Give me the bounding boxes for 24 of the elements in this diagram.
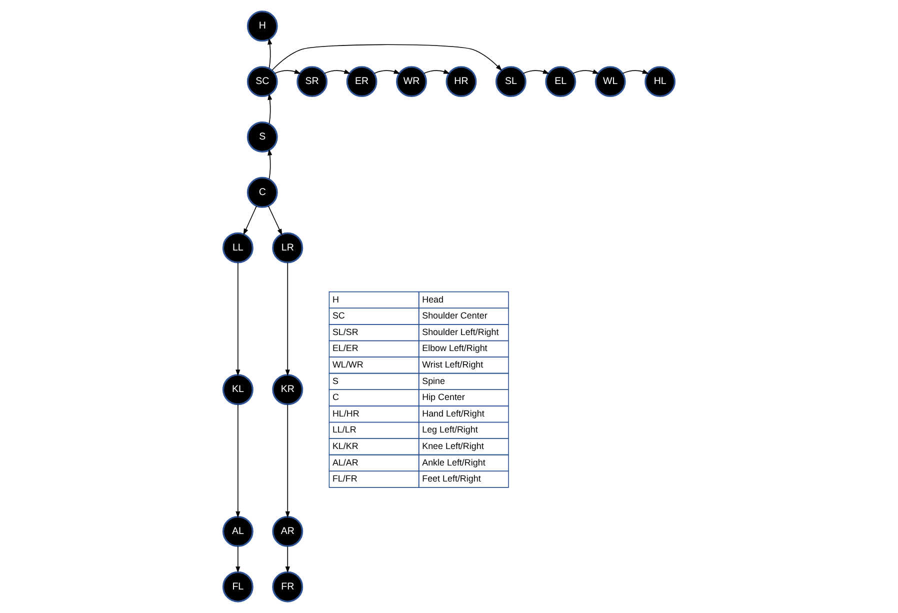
label: Ankle Left/Right xyxy=(422,457,486,468)
label: Shoulder Center xyxy=(422,310,488,321)
label: AL/AR xyxy=(332,457,358,468)
label: Leg Left/Right xyxy=(422,424,478,435)
label: Wrist Left/Right xyxy=(422,359,484,370)
label: SL/SR xyxy=(332,326,358,337)
label: S xyxy=(332,376,338,386)
label: C xyxy=(332,392,339,402)
label: SC xyxy=(332,310,345,321)
label: Elbow Left/Right xyxy=(422,343,488,354)
label: Spine xyxy=(422,376,446,386)
label: Knee Left/Right xyxy=(422,440,484,451)
label: Head xyxy=(422,294,444,304)
label: H xyxy=(332,294,339,304)
label: WL/WR xyxy=(332,359,364,370)
label: KL/KR xyxy=(332,440,358,451)
label: Hip Center xyxy=(422,392,465,402)
label: Hand Left/Right xyxy=(422,408,484,418)
label: Shoulder Left/Right xyxy=(422,326,499,337)
label: HL/HR xyxy=(332,408,360,418)
label: EL/ER xyxy=(332,343,358,354)
label: LL/LR xyxy=(332,424,356,435)
label: Feet Left/Right xyxy=(422,474,481,484)
label: FL/FR xyxy=(332,474,358,484)
